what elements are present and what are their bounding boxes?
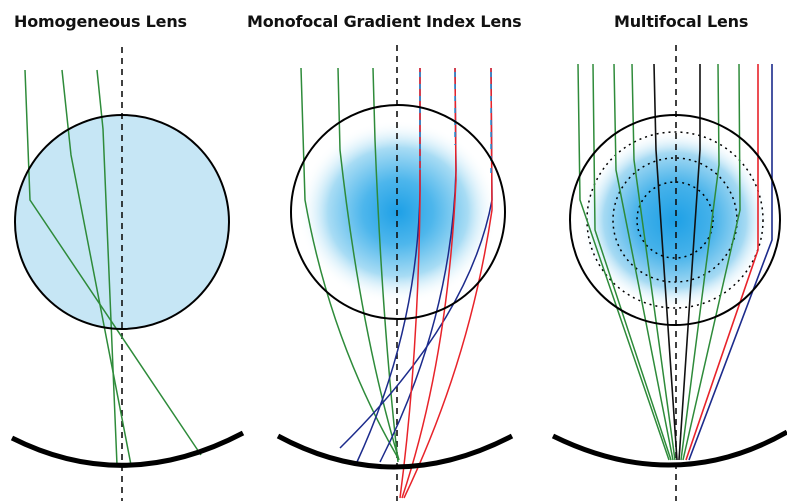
multifocal-lens-title: Multifocal Lens	[614, 12, 749, 31]
ray-1	[577, 63, 670, 461]
ray-6	[339, 67, 493, 449]
ray-1	[300, 67, 399, 459]
homogeneous-lens-outline	[14, 114, 230, 330]
multifocal-lens-outline	[569, 114, 781, 326]
red-ray	[685, 64, 759, 461]
gradient-lens-outline	[290, 104, 506, 320]
ray-8	[401, 67, 457, 499]
zone-inner	[636, 181, 714, 259]
ray-3	[96, 69, 118, 466]
black-rays	[653, 63, 701, 461]
ray-5	[653, 63, 678, 461]
ray-9	[403, 67, 493, 499]
retina-arc	[551, 429, 787, 468]
homogeneous-lens-body	[15, 115, 229, 329]
green-rays	[577, 63, 676, 461]
ray-7	[680, 63, 720, 461]
red-rays	[399, 67, 493, 499]
ray-1	[24, 69, 202, 456]
ray-2	[592, 63, 672, 461]
ray-2	[337, 67, 400, 461]
homogeneous-lens-panel	[10, 47, 245, 501]
ray-7	[399, 68, 421, 499]
retina-arc	[10, 430, 245, 468]
ray-4	[631, 63, 676, 461]
ray-2	[61, 69, 132, 466]
green-rays	[24, 69, 202, 466]
ray-3	[613, 63, 674, 461]
gradient-index-lens-panel	[276, 45, 514, 501]
ray-8	[682, 63, 741, 461]
ray-6	[678, 64, 701, 461]
ray-3	[372, 67, 399, 463]
blue-ray	[688, 64, 773, 461]
gradient-index-lens-title: Monofocal Gradient Index Lens	[247, 12, 522, 31]
green-rays-right	[680, 63, 741, 461]
retina-arc	[276, 433, 514, 470]
gradient-core	[580, 130, 770, 310]
multifocal-lens-panel	[551, 45, 787, 501]
green-rays	[300, 67, 400, 463]
homogeneous-lens-title: Homogeneous Lens	[14, 12, 187, 31]
